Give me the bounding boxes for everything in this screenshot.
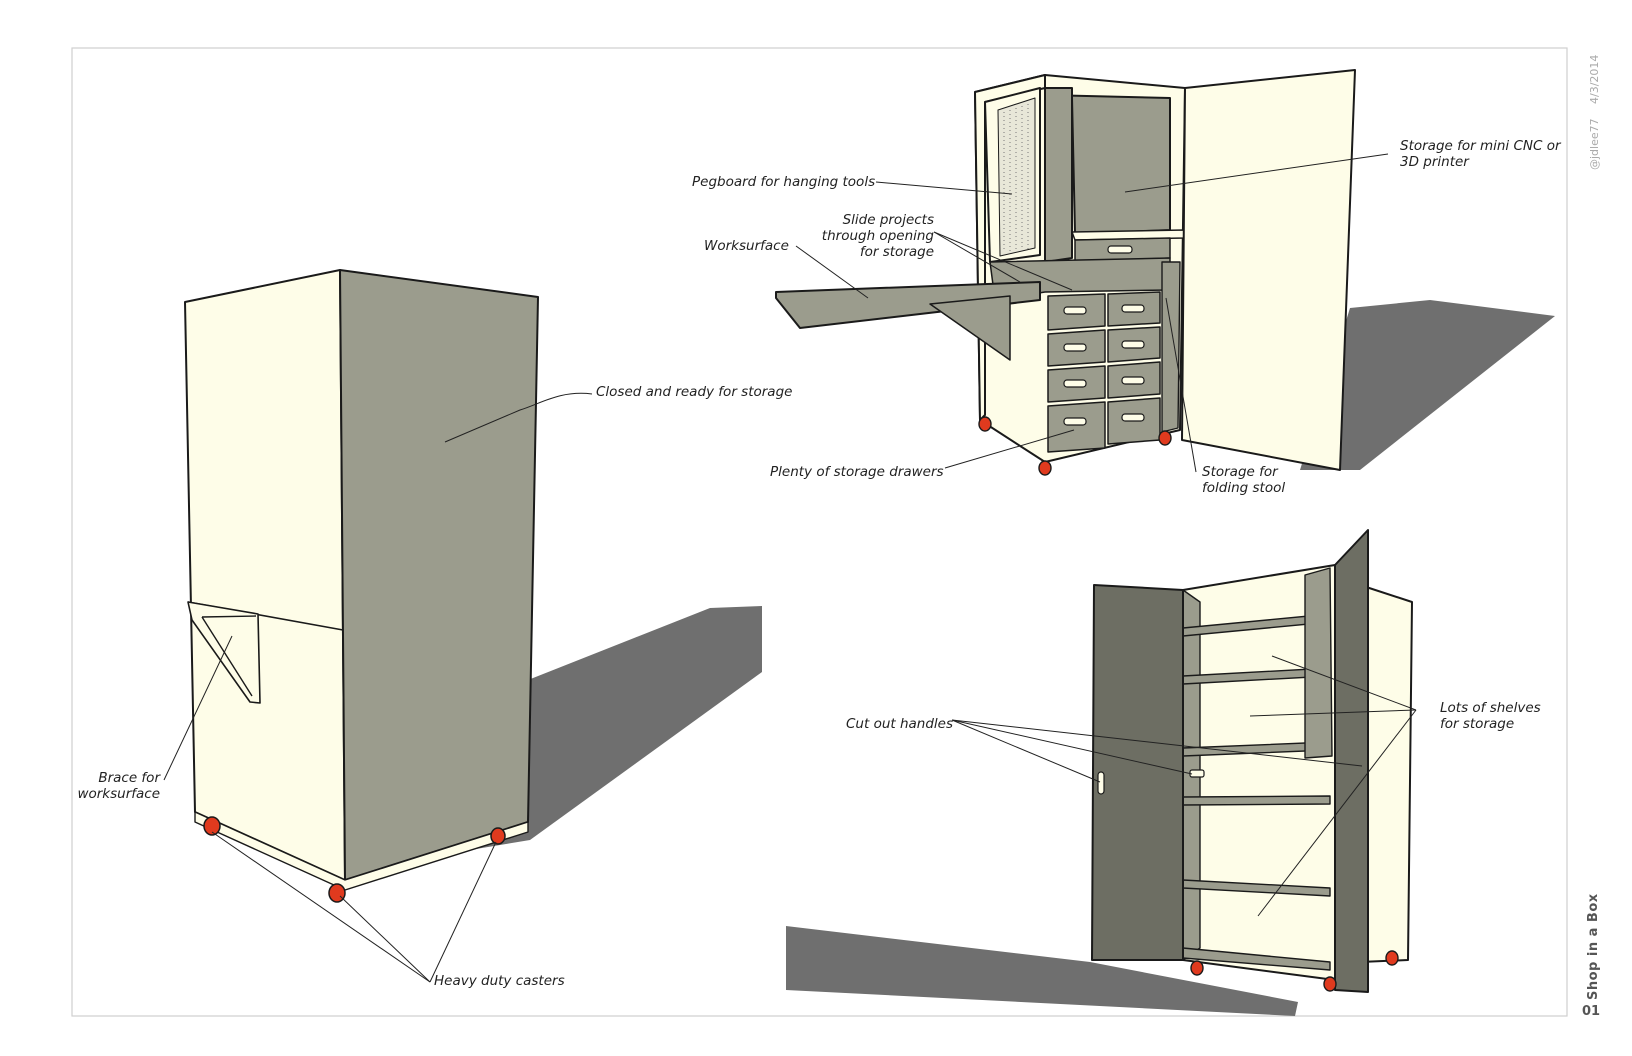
closed-side-face — [339, 269, 539, 881]
caster-wheel — [1190, 960, 1204, 976]
label-slide-line-1: Slide projects — [842, 212, 934, 228]
leader-handle-3 — [951, 719, 1363, 767]
label-brace: Brace for worksurface — [62, 770, 160, 802]
leader-shelves-1 — [1271, 655, 1417, 711]
leader-stool — [1165, 297, 1197, 473]
caster-wheel — [1385, 950, 1399, 966]
leader-slide-1 — [933, 231, 1021, 283]
sheet-border — [71, 47, 1568, 1017]
label-storage-drawers: Plenty of storage drawers — [770, 464, 944, 480]
label-cnc-line-2: 3D printer — [1400, 154, 1469, 170]
caster-wheel — [978, 416, 992, 432]
leader-brace — [163, 635, 233, 781]
drawer-handle — [1063, 343, 1087, 352]
workshop-divider — [1044, 87, 1073, 263]
workshop-cabinet — [775, 69, 1555, 476]
closed-cabinet — [184, 269, 762, 903]
worksurface — [775, 281, 1041, 329]
leader-cnc — [1124, 153, 1389, 193]
closed-cabinet-shadow — [470, 606, 762, 850]
label-slide-projects: Slide projects through opening for stora… — [800, 212, 934, 260]
leader-caster-1 — [211, 831, 431, 983]
drawer-front — [1047, 401, 1106, 453]
leader-handle-1 — [951, 719, 1101, 783]
leader-closed — [444, 392, 593, 443]
caster-wheel — [490, 827, 506, 845]
sheet-title: Shop in a Box — [1586, 893, 1601, 1000]
drawer-handle — [1107, 245, 1133, 254]
caster-wheel — [1323, 976, 1337, 992]
closed-brace-line-2 — [201, 615, 257, 618]
leader-slide-2 — [933, 231, 1073, 291]
caster-wheel — [1158, 430, 1172, 446]
workshop-casters — [978, 416, 1172, 476]
handle-cutout — [1189, 769, 1205, 778]
label-heavy-duty-casters: Heavy duty casters — [434, 973, 565, 989]
sheet-author: @jdlee77 — [1588, 118, 1601, 170]
label-stool-line-1: Storage for — [1202, 464, 1278, 480]
drawer-handle — [1121, 340, 1145, 349]
label-cnc: Storage for mini CNC or 3D printer — [1400, 138, 1561, 170]
drawer-handle — [1063, 306, 1087, 315]
leader-pegboard — [875, 181, 1013, 195]
leader-caster-3 — [429, 841, 497, 983]
caster-wheel — [328, 883, 346, 903]
workshop-open-door — [1181, 69, 1356, 471]
label-closed-ready: Closed and ready for storage — [596, 384, 793, 400]
caster-wheel — [203, 816, 221, 836]
handle-cutout — [1097, 771, 1105, 795]
label-brace-line-1: Brace for — [98, 770, 160, 786]
leader-shelves-3 — [1257, 709, 1417, 917]
drawer-handle — [1121, 304, 1145, 313]
label-shelves-line-2: for storage — [1440, 716, 1515, 732]
label-cnc-line-1: Storage for mini CNC or — [1400, 138, 1561, 154]
leader-drawers — [944, 429, 1075, 469]
storage-right-door — [1334, 529, 1369, 993]
shelf — [1182, 795, 1331, 806]
drawer-handle — [1121, 376, 1145, 385]
leader-handle-2 — [951, 719, 1193, 775]
closed-base — [194, 811, 529, 891]
drawer-handle — [1121, 413, 1145, 422]
leader-caster-2 — [339, 895, 431, 983]
workshop-leaders — [795, 153, 1389, 473]
worksurface-brace — [929, 295, 1011, 361]
drawer-handles — [1063, 304, 1145, 426]
label-stool-line-2: folding stool — [1202, 480, 1286, 496]
caster-wheel — [1038, 460, 1052, 476]
label-pegboard: Pegboard for hanging tools — [692, 174, 876, 190]
leader-shelves-2 — [1249, 709, 1417, 717]
sheet-number: 01 — [1582, 1004, 1601, 1019]
label-slide-line-2: through opening — [821, 228, 934, 244]
workshop-shadow — [1300, 300, 1555, 470]
door-rack — [1304, 567, 1333, 759]
storage-leaders — [951, 655, 1417, 917]
storage-shadow — [786, 926, 1298, 1016]
leader-worksurface — [795, 245, 869, 299]
label-brace-line-2: worksurface — [77, 786, 160, 802]
label-folding-stool: Storage for folding stool — [1202, 464, 1285, 496]
workshop-drawers — [1047, 291, 1161, 453]
closed-front-face — [184, 269, 346, 881]
stool-slot — [1161, 261, 1181, 433]
label-cut-out-handles: Cut out handles — [846, 716, 954, 732]
label-slide-line-3: for storage — [859, 244, 934, 260]
closed-leaders — [163, 392, 593, 983]
sheet-date: 4/3/2014 — [1588, 54, 1601, 104]
drawer-handle — [1063, 417, 1087, 426]
storage-left-door — [1091, 584, 1184, 961]
drawer-handle — [1063, 379, 1087, 388]
label-lots-of-shelves: Lots of shelves for storage — [1440, 700, 1541, 732]
storage-cabinet — [786, 529, 1413, 1016]
closed-brace-line — [201, 616, 253, 697]
label-shelves-line-1: Lots of shelves — [1440, 700, 1541, 716]
storage-casters — [1190, 950, 1399, 992]
label-worksurface: Worksurface — [704, 238, 789, 254]
pegboard-holes — [1003, 104, 1029, 252]
